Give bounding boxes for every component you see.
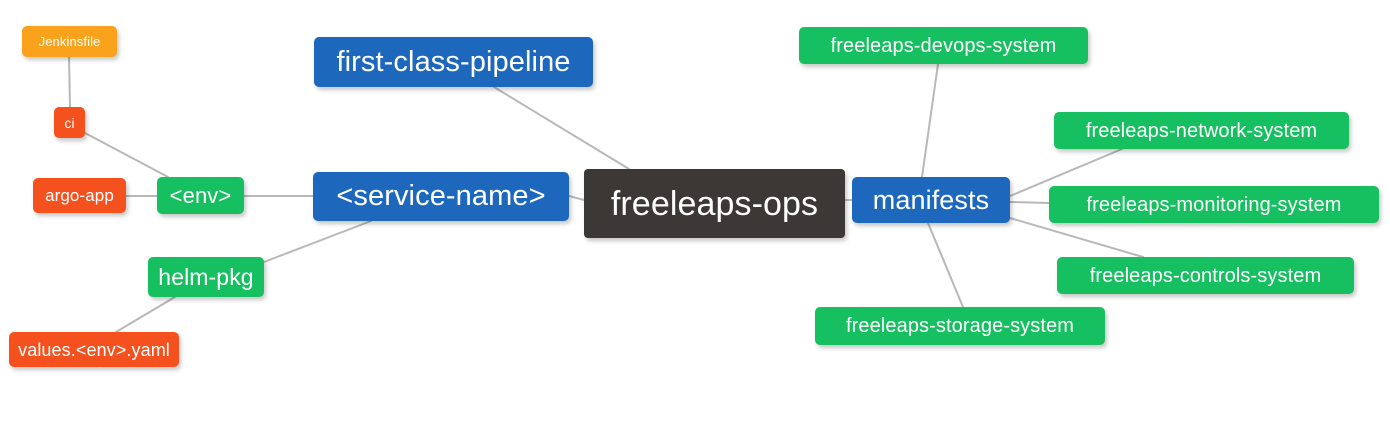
node-jenkinsfile[interactable]: Jenkinsfile: [22, 26, 117, 57]
node-argo-app[interactable]: argo-app: [33, 178, 126, 213]
node-service-name[interactable]: <service-name>: [313, 172, 569, 221]
edge-service-name-to-freeleaps-ops: [568, 195, 585, 201]
node-freeleaps-network-system[interactable]: freeleaps-network-system: [1054, 112, 1349, 149]
edge-helm-pkg-to-values-yaml: [115, 296, 176, 333]
node-label: ci: [64, 114, 75, 131]
edge-manifests-to-freeleaps-storage-system: [927, 222, 964, 308]
edge-first-class-pipeline-to-freeleaps-ops: [493, 86, 630, 170]
node-label: freeleaps-ops: [610, 184, 819, 223]
edge-jenkinsfile-to-ci: [68, 56, 71, 108]
edge-manifests-to-freeleaps-devops-system: [921, 63, 939, 178]
edge-ci-to-env: [84, 132, 169, 178]
node-helm-pkg[interactable]: helm-pkg: [148, 257, 264, 297]
node-label: freeleaps-controls-system: [1089, 264, 1322, 287]
node-freeleaps-ops[interactable]: freeleaps-ops: [584, 169, 845, 238]
node-label: <env>: [169, 182, 232, 208]
node-label: manifests: [872, 184, 990, 215]
node-freeleaps-monitoring-system[interactable]: freeleaps-monitoring-system: [1049, 186, 1379, 223]
node-label: <service-name>: [336, 180, 546, 212]
node-freeleaps-storage-system[interactable]: freeleaps-storage-system: [815, 307, 1105, 345]
edge-manifests-to-freeleaps-controls-system: [1009, 217, 1144, 258]
node-label: helm-pkg: [158, 263, 254, 290]
node-label: Jenkinsfile: [38, 34, 101, 49]
node-label: freeleaps-network-system: [1085, 119, 1318, 142]
node-label: freeleaps-monitoring-system: [1086, 193, 1342, 216]
node-label: values.<env>.yaml: [18, 339, 170, 360]
node-ci[interactable]: ci: [54, 107, 85, 138]
node-freeleaps-controls-system[interactable]: freeleaps-controls-system: [1057, 257, 1354, 294]
node-label: argo-app: [45, 186, 114, 205]
node-first-class-pipeline[interactable]: first-class-pipeline: [314, 37, 593, 87]
edge-service-name-to-helm-pkg: [263, 220, 372, 263]
node-label: freeleaps-storage-system: [845, 315, 1075, 337]
node-label: freeleaps-devops-system: [830, 34, 1057, 57]
node-env[interactable]: <env>: [157, 177, 244, 214]
node-values-yaml[interactable]: values.<env>.yaml: [9, 332, 179, 367]
node-freeleaps-devops-system[interactable]: freeleaps-devops-system: [799, 27, 1088, 64]
node-label: first-class-pipeline: [336, 45, 571, 78]
edge-manifests-to-freeleaps-monitoring-system: [1009, 201, 1050, 204]
node-manifests[interactable]: manifests: [852, 177, 1010, 223]
